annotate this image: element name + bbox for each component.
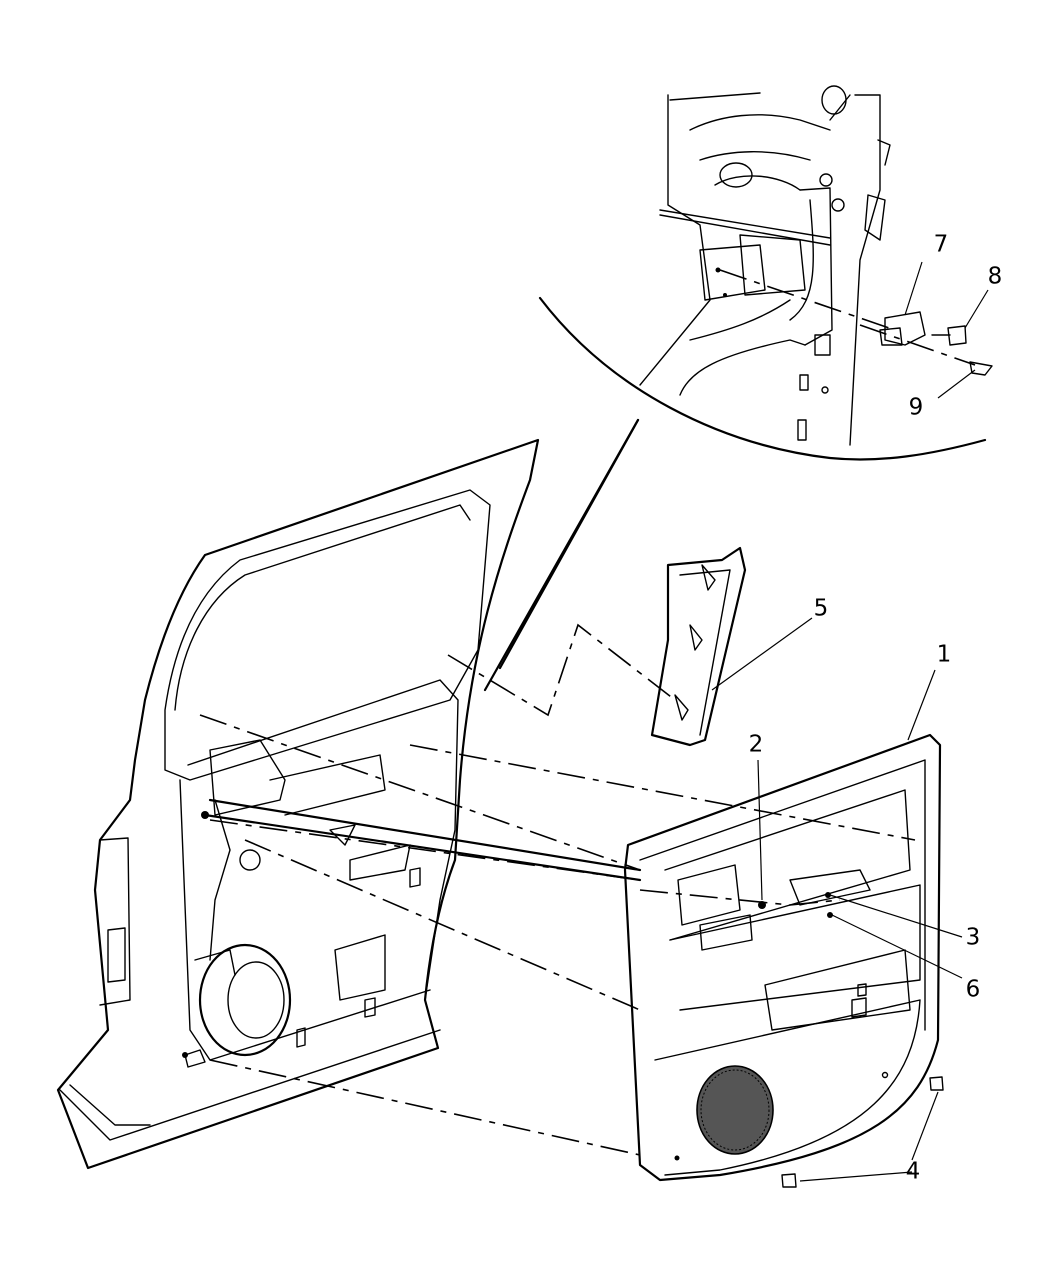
leader-7 (904, 261, 923, 316)
leader-5 (711, 617, 813, 691)
door-inner-panel (56, 438, 540, 1170)
leader-9 (937, 369, 976, 399)
leader-8 (964, 289, 989, 329)
detail-inset (483, 85, 993, 692)
assembly-lines (199, 623, 916, 1156)
callout-9: 9 (908, 394, 924, 421)
callout-3: 3 (965, 924, 981, 951)
leader-2 (757, 759, 763, 901)
upper-trim-molding (650, 546, 747, 747)
leader-3 (829, 894, 963, 938)
callout-1: 1 (936, 641, 952, 668)
door-trim-panel (623, 733, 944, 1188)
leader-6 (831, 914, 963, 979)
callout-6: 6 (965, 976, 981, 1003)
leader-4b (911, 1091, 939, 1161)
callout-8: 8 (987, 263, 1003, 290)
callout-4: 4 (905, 1158, 921, 1185)
leader-4a (799, 1171, 913, 1182)
leader-1 (907, 669, 936, 741)
callout-2: 2 (748, 731, 764, 758)
callout-5: 5 (813, 595, 829, 622)
callout-7: 7 (933, 231, 949, 258)
